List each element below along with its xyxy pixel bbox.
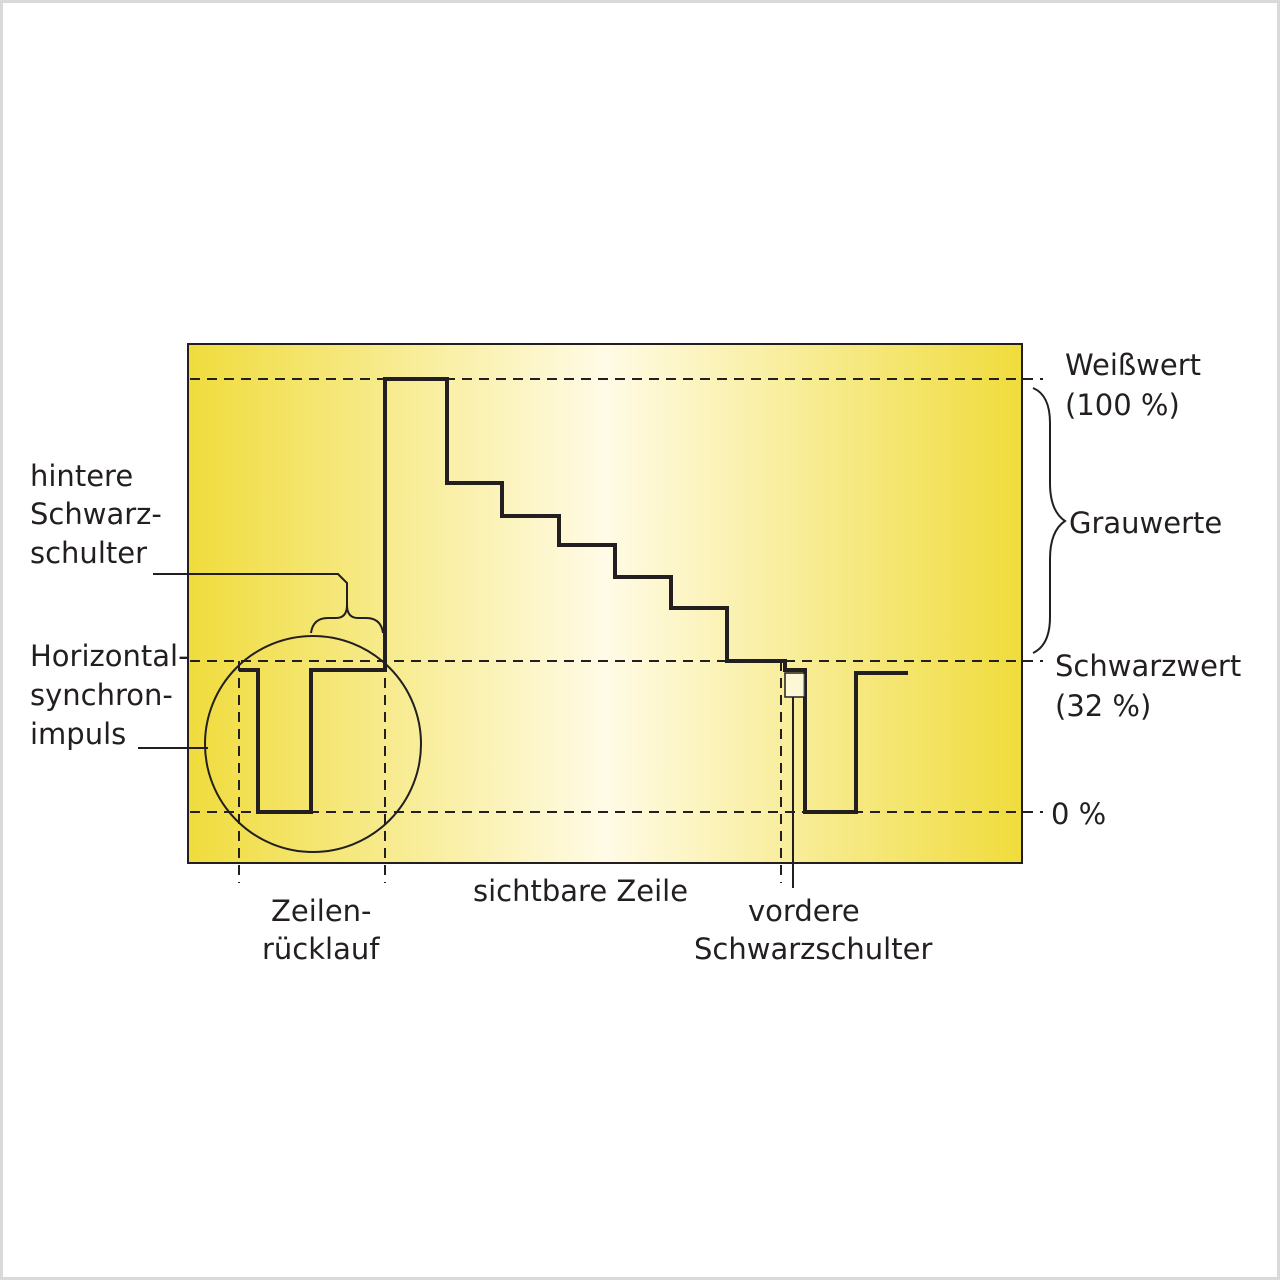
- signal-panel: [187, 343, 1023, 864]
- front-porch-box: [784, 672, 806, 698]
- gray-values-brace: [1032, 387, 1067, 654]
- visible-line-label: sichtbare Zeile: [473, 874, 688, 908]
- sync-pulse-circle: [204, 635, 422, 853]
- white-value-percent: (100 %): [1065, 388, 1180, 422]
- front-porch-label-1: vordere: [748, 894, 860, 928]
- signal-waveform: [239, 377, 908, 814]
- back-porch-leader: [153, 573, 348, 605]
- back-porch-label-2: Schwarz-: [30, 497, 162, 531]
- black-value-label: Schwarzwert: [1055, 649, 1241, 683]
- line-return-label-2: rücklauf: [262, 932, 380, 966]
- video-signal-diagram: Weißwert (100 %) Grauwerte Schwarzwert (…: [30, 343, 1241, 966]
- sync-pulse-label-1: Horizontal-: [30, 639, 189, 673]
- line-return-label-1: Zeilen-: [271, 894, 372, 928]
- back-porch-label-1: hintere: [30, 459, 133, 493]
- gray-values-label: Grauwerte: [1069, 506, 1222, 540]
- back-porch-label-3: schulter: [30, 536, 147, 570]
- sync-pulse-label-2: synchron-: [30, 678, 173, 712]
- black-value-percent: (32 %): [1055, 689, 1151, 723]
- sync-pulse-label-3: impuls: [30, 717, 126, 751]
- white-value-label: Weißwert: [1065, 348, 1201, 382]
- zero-label: 0 %: [1051, 797, 1106, 831]
- front-porch-label-2: Schwarzschulter: [694, 932, 932, 966]
